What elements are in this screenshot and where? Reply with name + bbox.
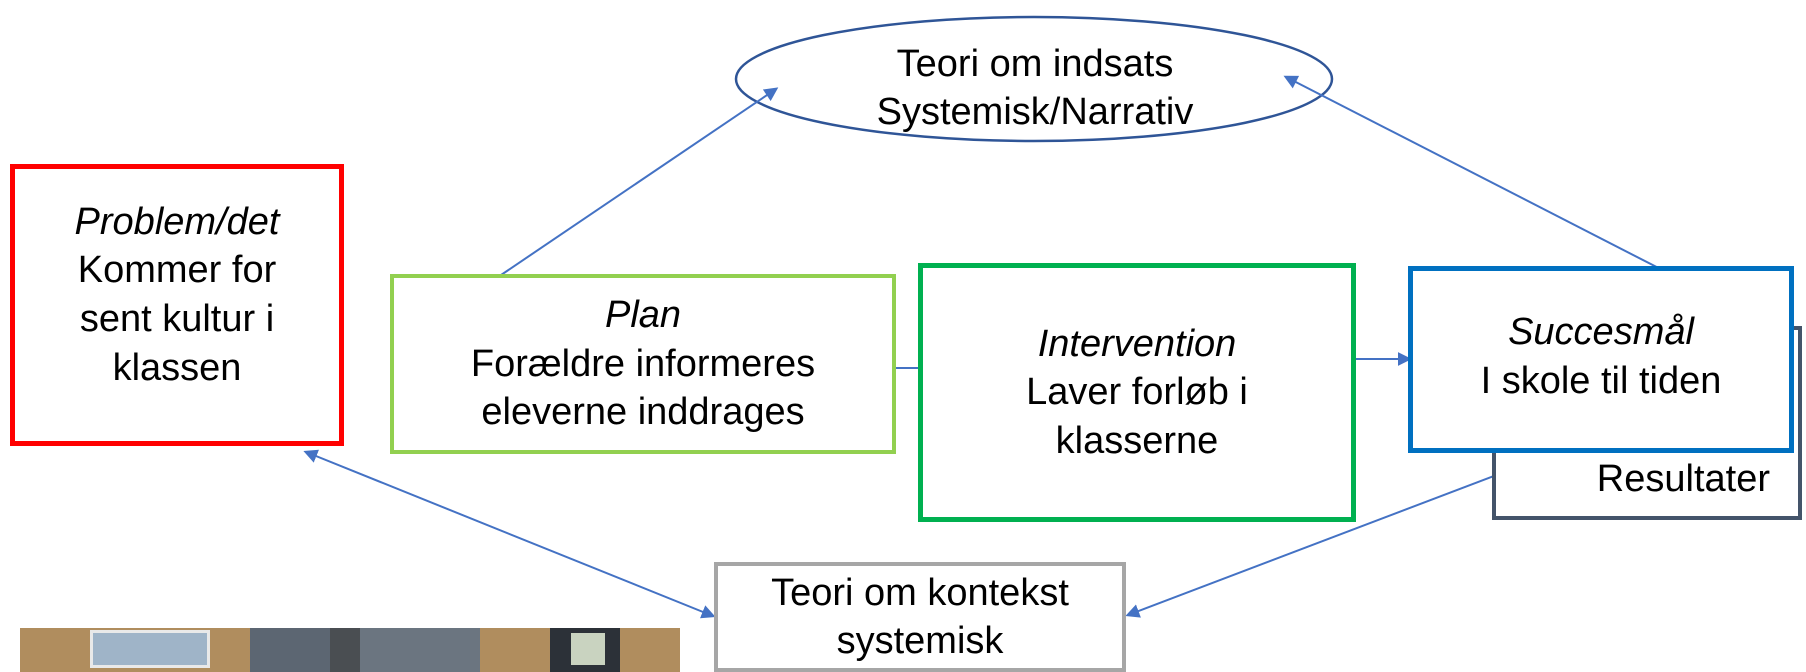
theory-context-box: Teori om kontekst systemisk [714, 562, 1126, 672]
intervention-line-2: klasserne [1055, 419, 1219, 462]
arrow-context-success [1125, 457, 1539, 618]
theory-context-line1: Teori om kontekst [771, 572, 1069, 614]
theory-intervention-line1: Teori om indsats [896, 43, 1174, 86]
problem-heading: Problem/det [74, 200, 280, 243]
theory-context-line2: systemisk [836, 619, 1004, 662]
building-photo [20, 628, 680, 672]
arrow-ellipse-plan [467, 87, 779, 298]
problem-box: Problem/det Kommer for sent kultur i kla… [10, 164, 344, 446]
arrow-ellipse-success [1283, 75, 1681, 280]
problem-line-3: klassen [112, 346, 242, 389]
success-goal-box: Succesmål I skole til tiden [1408, 266, 1794, 453]
intervention-line-1: Laver forløb i [1026, 371, 1248, 414]
plan-line-1: Forældre informeres [470, 342, 816, 385]
intervention-box: Intervention Laver forløb i klasserne [918, 263, 1356, 522]
arrow-context-problem [303, 449, 716, 619]
intervention-heading: Intervention [1037, 322, 1237, 365]
problem-line-1: Kommer for [77, 249, 277, 292]
plan-box: Plan Forældre informeres eleverne inddra… [390, 274, 896, 454]
success-goal-heading: Succesmål [1508, 310, 1694, 353]
results-label: Resultater [1596, 458, 1770, 501]
problem-line-2: sent kultur i [79, 298, 275, 340]
plan-heading: Plan [604, 294, 682, 337]
success-goal-line-1: I skole til tiden [1480, 359, 1722, 402]
plan-line-2: eleverne inddrages [481, 391, 805, 434]
theory-intervention-line2: Systemisk/Narrativ [876, 91, 1194, 133]
theory-intervention-label: Teori om indsats Systemisk/Narrativ [780, 34, 1290, 144]
